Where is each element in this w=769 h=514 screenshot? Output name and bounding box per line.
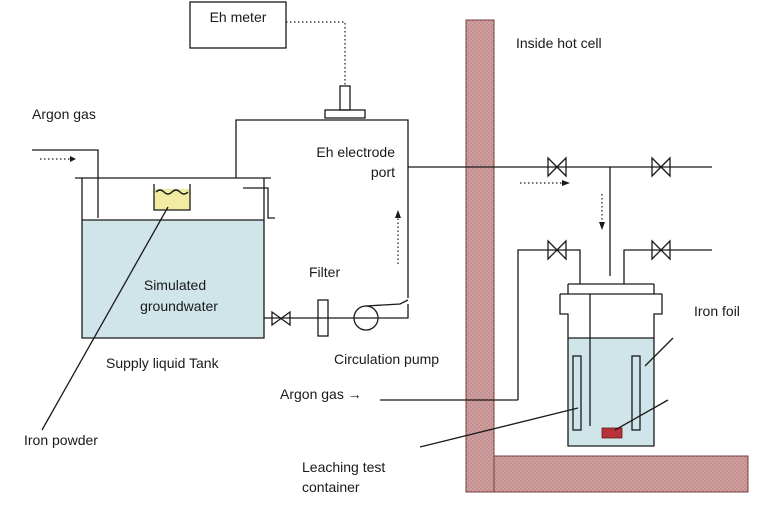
- hot-cell-wall: [465, 19, 749, 493]
- iron-foil-left: [572, 355, 582, 431]
- filter: [317, 299, 329, 337]
- iron-powder-label: Iron powder: [24, 432, 98, 448]
- eh-meter: Eh meter: [189, 1, 287, 49]
- groundwater-label: groundwater: [140, 298, 218, 314]
- iron-foil-label: Iron foil: [694, 303, 740, 319]
- sample-specimen: [601, 427, 623, 439]
- leader-iron-foil: [644, 337, 674, 367]
- valve-argon-left: [547, 239, 567, 261]
- circulation-pipe: [235, 119, 409, 298]
- argon-gas-bottom-label: Argon gas →: [280, 386, 362, 402]
- eh-electrode-label: Eh electrode: [316, 144, 395, 160]
- leader-iron-powder: [41, 206, 169, 431]
- argon-gas-top-label: Argon gas: [32, 106, 96, 122]
- leader-sample: [614, 399, 669, 431]
- vent-line-right: [623, 249, 712, 284]
- leader-leaching-container: [419, 407, 579, 448]
- valve-feed-2: [651, 156, 671, 178]
- iron-foil-right: [631, 355, 641, 431]
- leaching-test-label: Leaching test: [302, 459, 385, 475]
- inside-hot-cell-label: Inside hot cell: [516, 35, 602, 51]
- supply-liquid-tank-label: Supply liquid Tank: [106, 355, 220, 371]
- argon-line-left: [517, 249, 581, 400]
- eh-meter-cable: [286, 21, 346, 86]
- circulation-pump: [353, 299, 409, 331]
- argon-gas-inlet-top: [32, 149, 99, 218]
- eh-electrode-port: [324, 85, 366, 119]
- eh-meter-label: Eh meter: [210, 9, 267, 25]
- valve-feed-1: [547, 156, 567, 178]
- simulated-label: Simulated: [144, 277, 206, 293]
- supply-liquid-tank: Simulated groundwater: [75, 177, 271, 339]
- port-label: port: [371, 164, 395, 180]
- circulation-pump-label: Circulation pump: [334, 351, 439, 367]
- filter-label: Filter: [309, 264, 340, 280]
- leaching-test-container: [559, 283, 663, 447]
- container-label: container: [302, 479, 360, 495]
- outlet-pipe: [264, 304, 409, 319]
- valve-vent-right: [651, 239, 671, 261]
- valve-outlet: [271, 310, 291, 327]
- iron-powder-container: [154, 189, 190, 210]
- return-pipe: [243, 187, 275, 219]
